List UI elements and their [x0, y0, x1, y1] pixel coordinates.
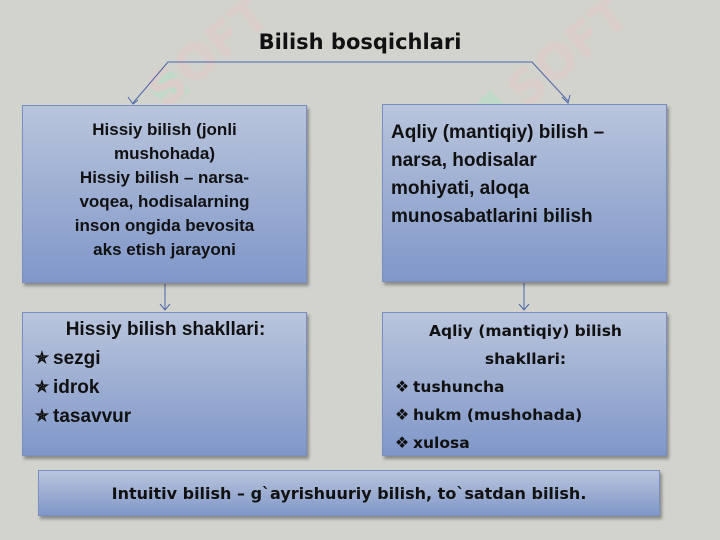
box-line: Aqliy (mantiqiy) bilish – — [391, 122, 605, 143]
list-item: ✯idrok — [33, 373, 298, 402]
star-bullet-icon: ✯ — [35, 408, 49, 425]
sensory-forms-box: Hissiy bilish shakllari: ✯sezgi ✯idrok ✯… — [22, 312, 307, 456]
list-item-label: sezgi — [53, 348, 101, 369]
connector-right — [360, 61, 569, 102]
rational-forms-box: Aqliy (mantiqiy) bilish shakllari: ❖tush… — [382, 312, 667, 456]
sensory-cognition-box: Hissiy bilish (jonli mushohada) Hissiy b… — [22, 105, 307, 283]
box-line: inson ongida bevosita — [74, 216, 255, 235]
intuitive-cognition-box: Intuitiv bilish – g`ayrishuuriy bilish, … — [38, 470, 660, 516]
list-item: ✯sezgi — [33, 344, 298, 373]
box-line: mushohada) — [113, 144, 216, 163]
arrowhead-left — [127, 96, 139, 105]
sensory-forms-list: ✯sezgi ✯idrok ✯tasavvur — [33, 344, 298, 431]
diagram-title: Bilish bosqichlari — [258, 30, 462, 54]
list-item: ✯tasavvur — [33, 402, 298, 431]
sensory-forms-heading: Hissiy bilish shakllari: — [65, 319, 266, 340]
list-item-label: xulosa — [413, 434, 470, 452]
diamond-bullet-icon: ❖ — [394, 433, 410, 452]
list-item-label: idrok — [53, 377, 100, 398]
arrowhead-down-right — [518, 303, 530, 311]
diamond-bullet-icon: ❖ — [394, 405, 410, 424]
arrowhead-down-left — [159, 303, 171, 311]
box-line: aks etish jarayoni — [93, 240, 236, 259]
box-line: munosabatlarini bilish — [391, 206, 593, 227]
connector-left — [132, 61, 360, 104]
arrowhead-right — [561, 94, 571, 104]
star-bullet-icon: ✯ — [35, 350, 49, 367]
rational-forms-heading-line2: shakllari: — [484, 350, 567, 368]
list-item-label: tushuncha — [413, 378, 505, 396]
list-item-label: hukm (mushohada) — [413, 406, 583, 424]
list-item: ❖hukm (mushohada) — [393, 401, 658, 429]
rational-forms-heading-line1: Aqliy (mantiqiy) bilish — [429, 322, 622, 340]
rational-cognition-box: Aqliy (mantiqiy) bilish – narsa, hodisal… — [382, 104, 667, 282]
list-item: ❖xulosa — [393, 429, 658, 457]
list-item: ❖tushuncha — [393, 373, 658, 401]
diamond-bullet-icon: ❖ — [394, 377, 410, 396]
box-line: narsa, hodisalar — [391, 150, 537, 171]
box-line: Hissiy bilish – narsa- — [79, 168, 250, 187]
rational-forms-list: ❖tushuncha ❖hukm (mushohada) ❖xulosa — [393, 373, 658, 457]
box-line: Hissiy bilish (jonli — [92, 120, 237, 139]
box-line: mohiyati, aloqa — [391, 178, 530, 199]
list-item-label: tasavvur — [53, 406, 132, 427]
box-line: voqea, hodisalarning — [79, 192, 250, 211]
star-bullet-icon: ✯ — [35, 379, 49, 396]
intuitive-cognition-text: Intuitiv bilish – g`ayrishuuriy bilish, … — [111, 484, 587, 503]
